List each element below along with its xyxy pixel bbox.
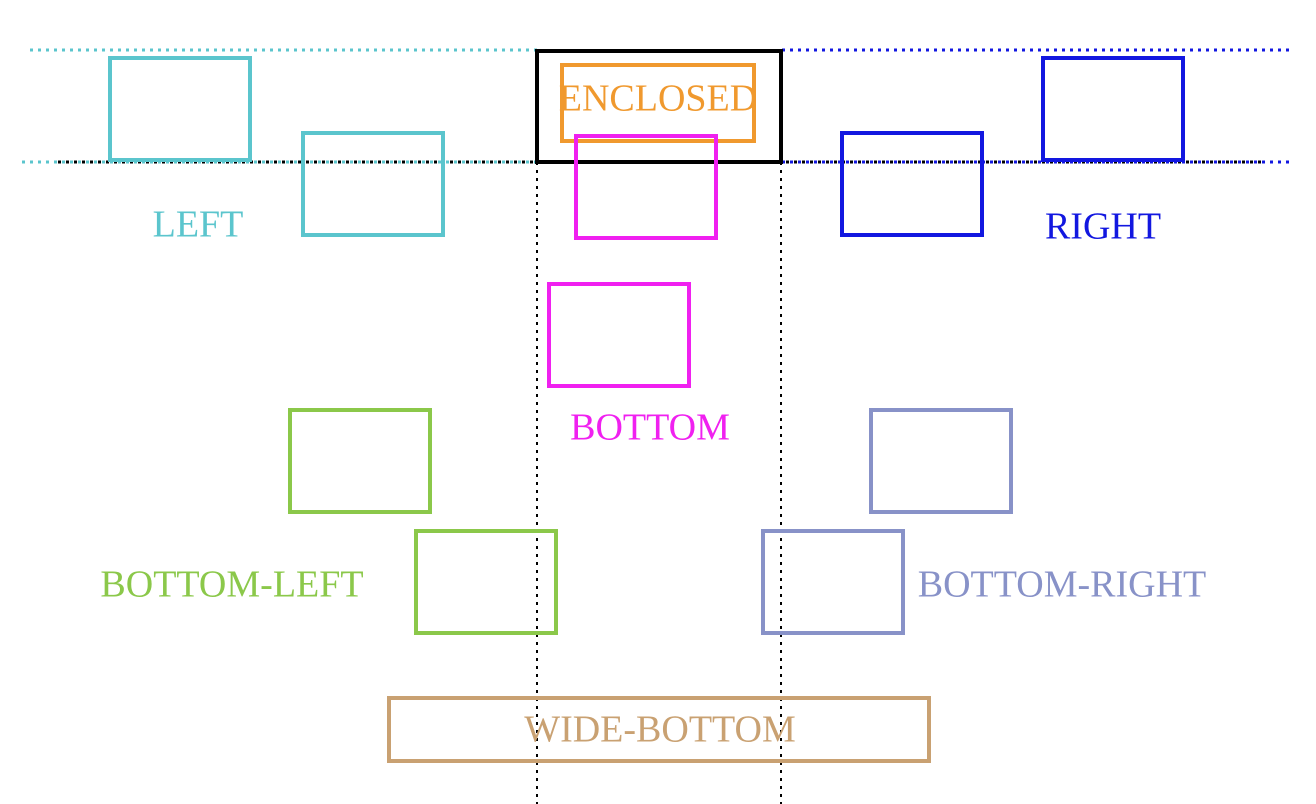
wide-bottom-label: WIDE-BOTTOM: [524, 709, 796, 751]
wide-bottom-box: [387, 696, 931, 763]
right-box-lower: [840, 131, 984, 237]
bottom-left-label: BOTTOM-LEFT: [100, 564, 363, 606]
right-label: RIGHT: [1045, 206, 1161, 248]
anchor-box: [535, 49, 783, 164]
bottom-right-box-lower: [761, 529, 905, 635]
bottom-right-box-upper: [869, 408, 1013, 514]
enclosed-box: [560, 63, 756, 143]
bottom-label: BOTTOM: [570, 407, 730, 449]
bottom-left-box-lower: [414, 529, 558, 635]
bottom-left-box-upper: [288, 408, 432, 514]
left-box-upper: [108, 56, 252, 162]
enclosed-label: ENCLOSED: [559, 78, 757, 120]
left-box-lower: [301, 131, 445, 237]
right-box-upper: [1041, 56, 1185, 162]
bottom-right-label: BOTTOM-RIGHT: [918, 564, 1207, 606]
bottom-box-upper: [574, 134, 718, 240]
left-label: LEFT: [153, 204, 244, 246]
bottom-box-lower: [547, 282, 691, 388]
